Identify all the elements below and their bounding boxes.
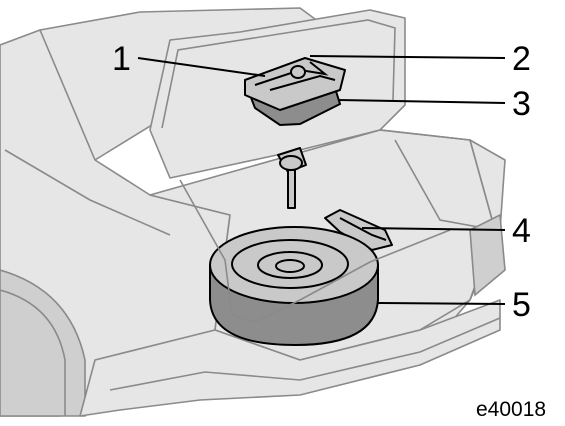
tire-hub	[257, 251, 323, 279]
body-crease-left	[4, 149, 171, 236]
spare-tire	[179, 179, 451, 347]
rear-wheel	[0, 269, 86, 417]
rear-wheel-rim	[0, 289, 66, 416]
tire-tread-top	[209, 226, 379, 304]
jack-handle-wire-2	[269, 74, 336, 91]
jack-handle-wire	[254, 61, 329, 86]
leader-4	[361, 227, 506, 231]
trunk-lid-inner-edge	[161, 19, 396, 129]
bolt-head	[279, 155, 303, 171]
leader-2	[309, 55, 506, 59]
rear-bumper	[79, 299, 501, 417]
callout-labels: 1 2 3 4 5	[112, 40, 531, 324]
car-body	[0, 7, 506, 417]
jack-screw	[290, 65, 306, 79]
tire-rim	[231, 239, 349, 289]
jack-assembly	[244, 57, 346, 127]
callout-2: 2	[512, 40, 531, 78]
leader-lines	[137, 55, 506, 305]
leader-1	[137, 57, 266, 77]
tail-light	[469, 213, 506, 297]
leader-5	[377, 302, 506, 305]
leader-3	[337, 99, 506, 104]
figure-code: e40018	[476, 398, 546, 421]
bolt-shaft	[287, 169, 296, 209]
tire-bracket	[324, 209, 393, 251]
tire-center	[275, 259, 305, 273]
callout-3: 3	[512, 85, 531, 123]
hold-down-bolt	[277, 147, 307, 209]
bracket-ridge	[339, 217, 387, 241]
bumper-line	[109, 317, 501, 391]
callout-4: 4	[512, 212, 531, 250]
callout-5: 5	[512, 286, 531, 324]
trunk-edge-over-tire	[179, 179, 451, 323]
callout-1: 1	[112, 40, 131, 78]
